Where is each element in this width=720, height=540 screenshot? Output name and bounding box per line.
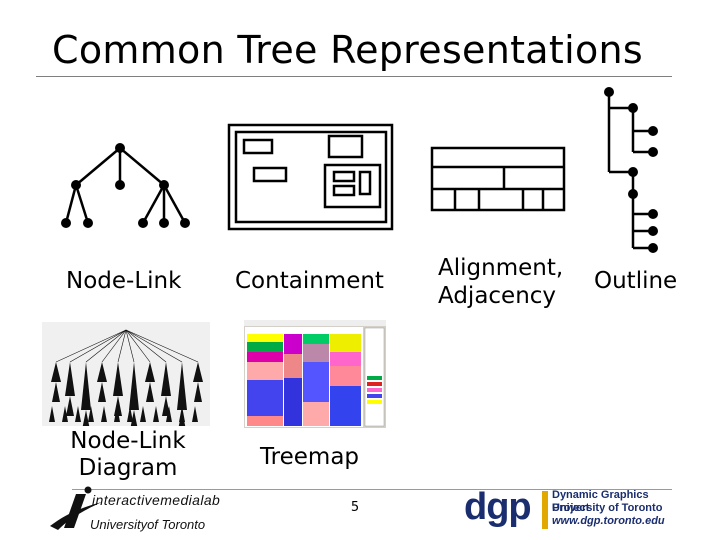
footer-divider xyxy=(72,489,672,490)
diagram-edge xyxy=(125,329,199,363)
interactive-media-lab-logo: interactivemedialab Universityof Toronto xyxy=(46,486,242,536)
diagram-leaf-fan xyxy=(127,406,133,422)
label-treemap: Treemap xyxy=(260,444,360,470)
diagram-leaf-fan xyxy=(101,406,107,422)
diagram-edge xyxy=(55,329,127,363)
label-node-link-diagram-1: Node-Link xyxy=(70,428,186,454)
diagram-edge xyxy=(125,329,135,363)
diagram-subtree xyxy=(81,362,91,410)
containment-icon xyxy=(227,123,394,231)
dgp-logo: dgp Dynamic Graphics Project University … xyxy=(464,486,674,533)
diagram-leaf-fan xyxy=(140,406,146,422)
diagram-subtree xyxy=(114,396,122,416)
diagram-edge xyxy=(69,329,127,363)
diagram-leaf-fan xyxy=(75,406,81,422)
imlab-wordmark: interactivemedialab xyxy=(92,492,221,508)
diagram-edge xyxy=(101,329,127,363)
label-containment: Containment xyxy=(235,268,384,294)
diagram-leaf-fan xyxy=(114,406,120,422)
diagram-leaf-fan xyxy=(166,406,172,422)
diagram-subtree xyxy=(98,382,106,402)
diagram-subtree xyxy=(113,362,123,396)
adjacency-icon xyxy=(430,146,566,212)
diagram-subtree xyxy=(129,362,139,410)
diagram-edge xyxy=(117,329,127,363)
slide-title: Common Tree Representations xyxy=(52,28,643,72)
diagram-subtree xyxy=(97,362,107,382)
diagram-subtree xyxy=(194,382,202,402)
dgp-gold-bar xyxy=(542,491,548,529)
label-alignment: Alignment, xyxy=(438,255,564,281)
diagram-subtree xyxy=(145,362,155,382)
diagram-subtree xyxy=(161,362,171,396)
dgp-line-3: www.dgp.toronto.edu xyxy=(552,515,665,527)
diagram-edge xyxy=(125,329,183,363)
diagram-subtree xyxy=(146,382,154,402)
node-link-tree-icon xyxy=(61,143,190,228)
diagram-leaf-fan xyxy=(62,406,68,422)
dgp-line-1: Dynamic Graphics Project xyxy=(552,489,649,514)
node-link-diagram-image xyxy=(42,322,210,426)
diagram-subtree xyxy=(193,362,203,382)
diagram-subtree xyxy=(51,362,61,382)
label-outline: Outline xyxy=(594,268,678,294)
diagram-subtree xyxy=(162,396,170,416)
diagram-edge xyxy=(85,329,127,363)
diagram-subtree xyxy=(82,410,90,426)
page-number: 5 xyxy=(350,500,360,515)
label-adjacency: Adjacency xyxy=(438,283,557,309)
outline-tree-icon xyxy=(604,87,658,253)
dgp-mark: dgp xyxy=(464,486,532,528)
diagram-leaf-fan xyxy=(179,406,185,422)
imlab-university: Universityof Toronto xyxy=(90,517,206,532)
imlab-swoosh-icon xyxy=(50,486,102,530)
diagram-subtree xyxy=(65,362,75,396)
label-node-link-diagram-2: Diagram xyxy=(78,455,178,481)
treemap-screenshot-image xyxy=(244,320,386,428)
title-divider xyxy=(36,76,672,77)
diagram-leaf-fan xyxy=(153,406,159,422)
dgp-line-2: University of Toronto xyxy=(552,502,663,514)
diagram-subtree xyxy=(66,396,74,416)
diagram-leaf-fan xyxy=(49,406,55,422)
diagram-subtree xyxy=(52,382,60,402)
label-node-link: Node-Link xyxy=(66,268,182,294)
diagram-subtree xyxy=(177,362,187,410)
diagram-edge xyxy=(125,329,151,363)
diagram-leaf-fan xyxy=(88,406,94,422)
diagram-leaf-fan xyxy=(192,406,198,422)
diagram-edge xyxy=(125,329,167,363)
